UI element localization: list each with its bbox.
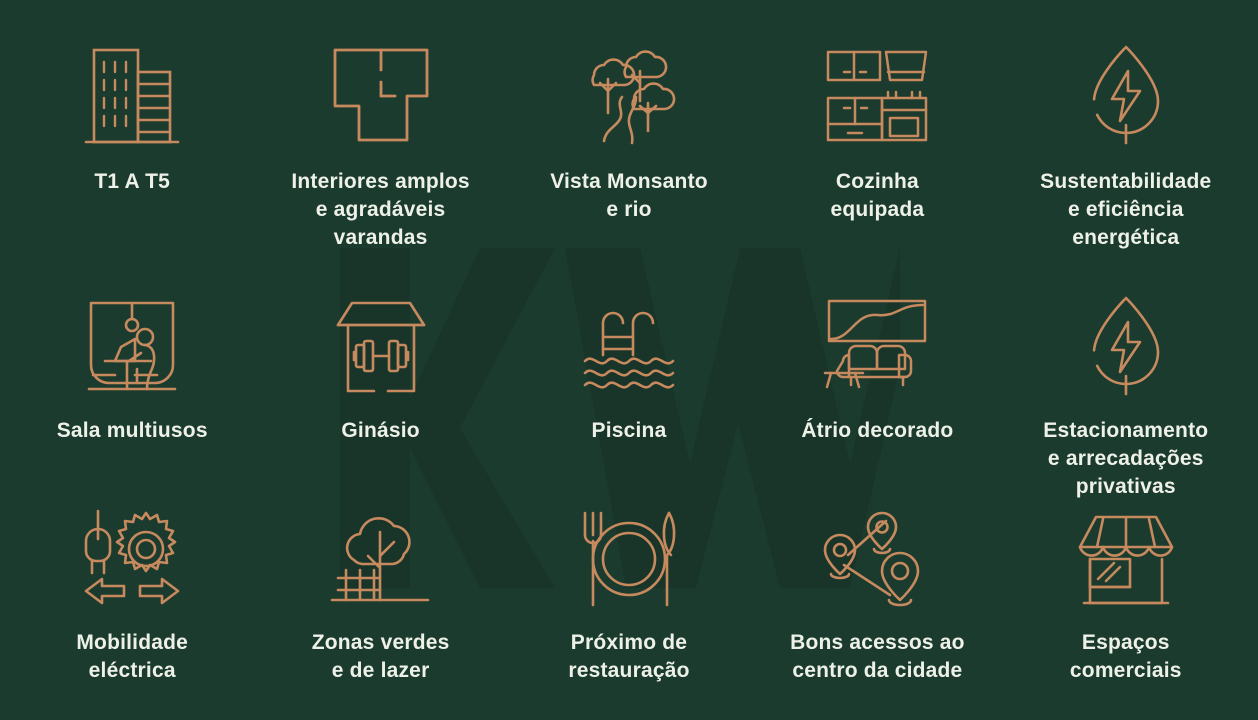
feature-item-vista: Vista Monsanto e rio [505,36,753,291]
feature-label: Mobilidade eléctrica [76,631,189,683]
feature-item-sustentabilidade: Sustentabilidade e eficiência energética [1002,36,1250,291]
trees-river-icon [574,36,684,156]
feature-label: Piscina [591,419,667,442]
feature-item-interiores: Interiores amplos e agradáveis varandas [256,36,504,291]
cutlery-plate-icon [577,501,681,619]
feature-item-comercio: Espaços comerciais [1002,501,1250,716]
floorplan-icon [329,36,433,156]
feature-item-ginasio: Ginásio [256,291,504,501]
feature-item-sala-multiusos: Sala multiusos [8,291,256,501]
gym-dumbbell-icon [330,291,432,403]
feature-label: Cozinha equipada [830,170,925,222]
feature-item-mobilidade: Mobilidade eléctrica [8,501,256,716]
storefront-icon [1074,501,1178,619]
pool-ladder-icon [577,291,681,403]
kitchen-icon [822,36,932,156]
feature-label: Átrio decorado [801,419,954,442]
feature-label: Bons acessos ao centro da cidade [790,631,965,683]
feature-label: Próximo de restauração [568,631,690,683]
feature-item-acessos: Bons acessos ao centro da cidade [753,501,1001,716]
map-pins-route-icon [822,501,932,619]
feature-label: Vista Monsanto e rio [550,170,708,222]
plug-gear-arrows-icon [78,501,186,619]
feature-item-tipologias: T1 A T5 [8,36,256,291]
building-icon [82,36,182,156]
feature-label: Sustentabilidade e eficiência energética [1040,170,1212,250]
feature-item-cozinha: Cozinha equipada [753,36,1001,291]
feature-item-estacionamento: Estacionamento e arrecadações privativas [1002,291,1250,501]
feature-label: Sala multiusos [56,419,208,442]
tree-fence-icon [328,501,434,619]
feature-label: Interiores amplos e agradáveis varandas [291,170,470,250]
leaf-bolt-icon [1080,36,1172,156]
leaf-bolt-icon [1080,291,1172,403]
coworking-desk-icon [79,291,185,403]
feature-label: T1 A T5 [94,170,171,193]
feature-item-piscina: Piscina [505,291,753,501]
feature-item-atrio: Átrio decorado [753,291,1001,501]
feature-label: Ginásio [341,419,420,442]
feature-label: Espaços comerciais [1069,631,1182,683]
feature-item-zonas-verdes: Zonas verdes e de lazer [256,501,504,716]
feature-label: Zonas verdes e de lazer [311,631,450,683]
feature-label: Estacionamento e arrecadações privativas [1043,418,1209,498]
feature-item-restauracao: Próximo de restauração [505,501,753,716]
sofa-artwork-icon [821,291,933,403]
